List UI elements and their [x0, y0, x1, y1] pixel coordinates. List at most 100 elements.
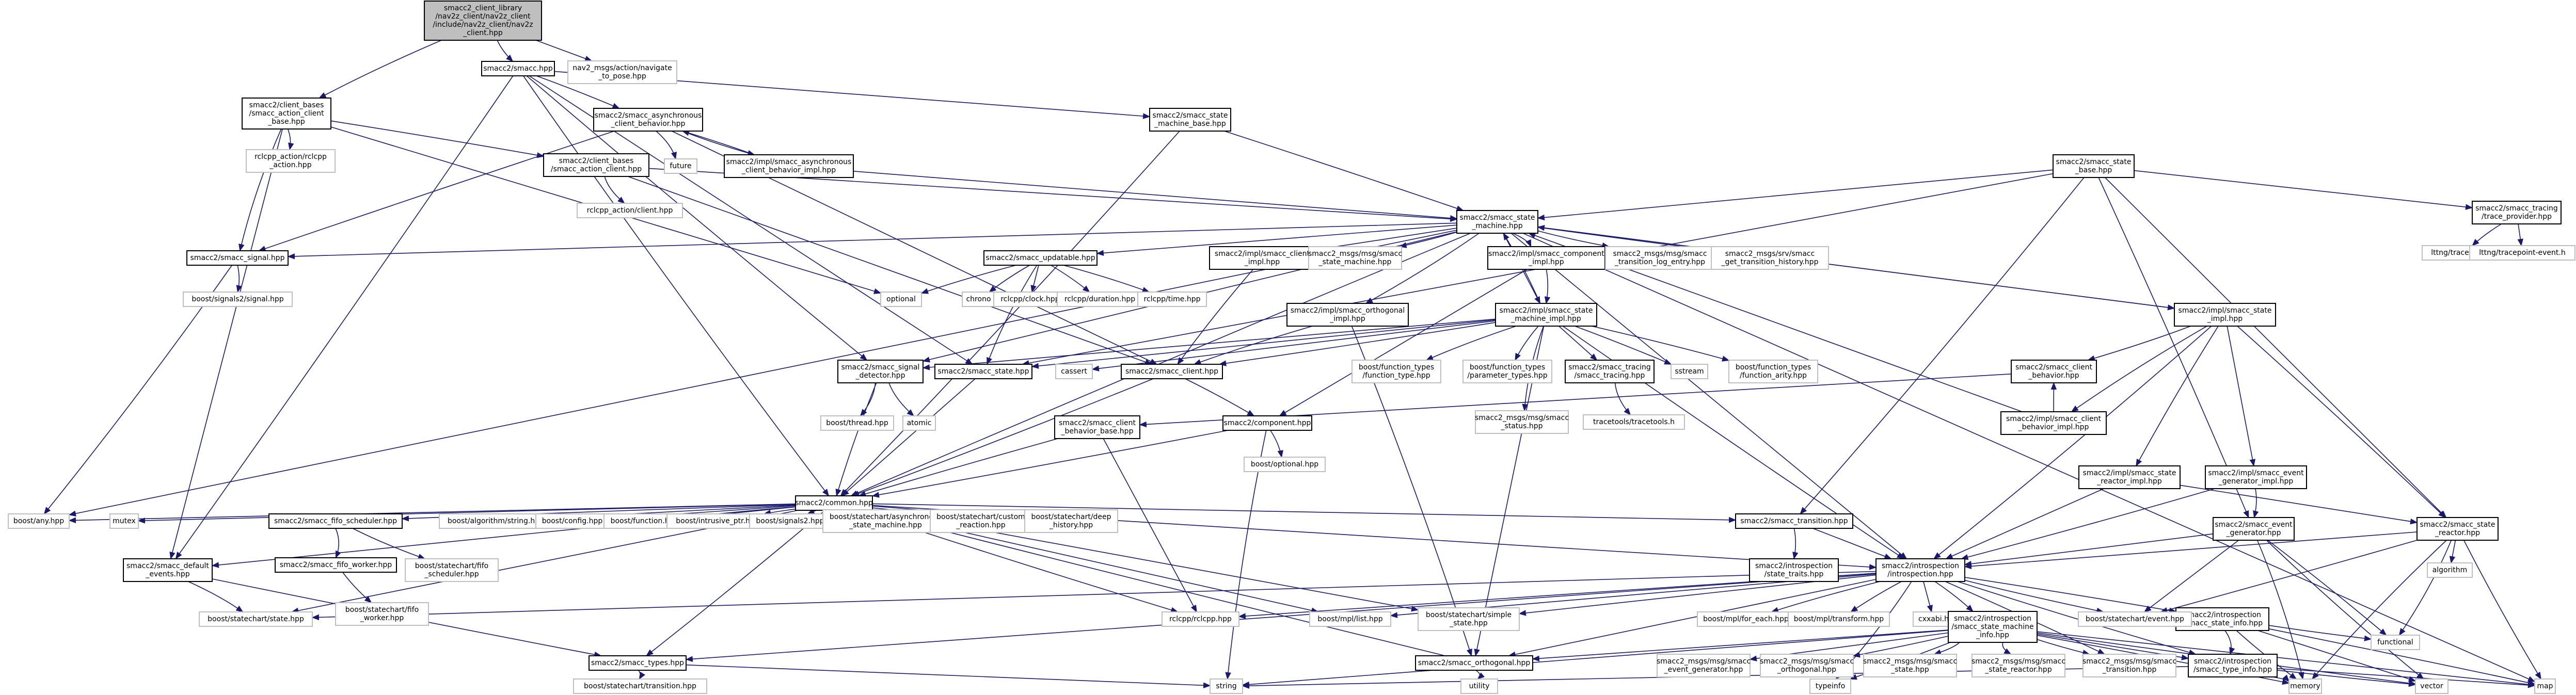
node-default-events[interactable]: smacc2/smacc_default_events.hpp — [123, 558, 213, 582]
node-box — [993, 292, 1067, 307]
edge-updatable-to-rclcpp-duration — [1051, 265, 1090, 293]
node-smacc-client[interactable]: smacc2/smacc_client.hpp — [1121, 364, 1223, 379]
node-label: boost/signals2.hpp — [756, 517, 824, 525]
node-cb-h[interactable]: smacc2/smacc_client_behavior.hpp — [2011, 360, 2097, 383]
node-future: future — [664, 158, 697, 174]
node-box — [589, 655, 687, 671]
node-label: boost/statechart/transition.hpp — [584, 682, 696, 690]
edge-sm-impl-to-bfn-param — [1515, 326, 1539, 361]
edge-introspection-to-b-transform — [1850, 581, 1902, 612]
node-smacc-types[interactable]: smacc2/smacc_types.hpp — [589, 655, 687, 671]
node-state-impl[interactable]: smacc2/impl/smacc_state_impl.hpp — [2174, 303, 2276, 327]
node-box — [1875, 558, 1965, 582]
node-box — [2078, 465, 2181, 489]
node-box — [1121, 364, 1223, 379]
edge-signal-detector-to-boost-thread — [860, 382, 876, 417]
node-box — [1948, 611, 2038, 643]
node-evgen-impl[interactable]: smacc2/impl/smacc_event_generator_impl.h… — [2205, 465, 2307, 489]
node-box — [1863, 654, 1957, 677]
node-box — [820, 415, 894, 431]
node-tracing[interactable]: smacc2/smacc_tracing/trace_provider.hpp — [2472, 201, 2562, 224]
edge-event-gen-to-memory — [2256, 540, 2304, 680]
node-smacc-orth[interactable]: smacc2/smacc_orthogonal.hpp — [1415, 655, 1533, 671]
node-msg-reactor: smacc2_msgs/msg/smacc_state_reactor.hpp — [1971, 654, 2065, 677]
node-sm-info[interactable]: smacc2/introspection/smacc_state_machine… — [1948, 611, 2038, 643]
edge-root-to-client-bases — [319, 40, 442, 99]
node-box — [593, 108, 703, 132]
node-client-impl[interactable]: smacc2/impl/smacc_client_impl.hpp — [1209, 246, 1315, 270]
node-reactor-impl[interactable]: smacc2/impl/smacc_state_reactor_impl.hpp — [2078, 465, 2181, 489]
dependency-nodes: smacc2_client_library/nav2z_client/nav2z… — [8, 1, 2575, 694]
node-state-base[interactable]: smacc2/smacc_state_base.hpp — [2053, 154, 2135, 178]
node-box — [1162, 611, 1239, 627]
edge-client-bases-to-rclcpp-action — [287, 128, 294, 151]
node-label: _orthogonal.hpp — [1777, 666, 1836, 674]
node-bfn-type: boost/function_types/function_type.hpp — [1351, 360, 1441, 383]
node-box — [123, 558, 213, 582]
node-box — [1024, 509, 1118, 533]
node-label: boost/optional.hpp — [1251, 460, 1318, 468]
node-cb-impl[interactable]: smacc2/impl/smacc_client_behavior_impl.h… — [2000, 411, 2107, 435]
node-cb-base[interactable]: smacc2/smacc_client_behavior_base.hpp — [1054, 415, 1140, 439]
edge-state-base-to-tracing — [2134, 170, 2473, 210]
node-atomic: atomic — [902, 415, 936, 431]
edge-smacc-hpp-to-signal-detector — [526, 75, 868, 361]
node-box — [481, 61, 555, 76]
node-smacc-hpp[interactable]: smacc2/smacc.hpp — [481, 61, 555, 76]
node-type-info[interactable]: smacc2/introspection/smacc_type_info.hpp — [2188, 654, 2278, 677]
node-label: smacc2/smacc_state — [1153, 111, 1228, 120]
edge-introspection-to-b-for-each — [1771, 581, 1880, 613]
node-label: /smacc_action_client.hpp — [551, 165, 642, 173]
node-event-gen[interactable]: smacc2/smacc_event_generator.hpp — [2213, 517, 2295, 541]
node-state-machine[interactable]: smacc2/smacc_state_machine.hpp — [1456, 210, 1538, 234]
node-label: smacc2/impl/smacc_state — [2179, 306, 2272, 315]
node-box — [795, 495, 873, 511]
dependency-edges — [43, 40, 2541, 689]
node-client-bases[interactable]: smacc2/client_bases/smacc_action_client_… — [242, 98, 331, 130]
node-common[interactable]: smacc2/common.hpp — [795, 495, 873, 511]
edge-cb-base-to-common — [858, 438, 1058, 497]
node-label: smacc2/impl/smacc_component — [1488, 250, 1604, 258]
edge-tracing-to-lttng-tpev — [2517, 223, 2523, 247]
node-component[interactable]: smacc2/component.hpp — [1222, 415, 1312, 431]
node-label: smacc2/impl/smacc_client — [1215, 250, 1310, 258]
edge-updatable-to-optional — [920, 265, 1016, 294]
node-tracing-h[interactable]: smacc2/smacc_tracing/smacc_tracing.hpp — [1565, 360, 1655, 383]
edge-client-bases-to-signal — [238, 128, 282, 252]
node-transition[interactable]: smacc2/smacc_transition.hpp — [1735, 513, 1853, 529]
node-introspection[interactable]: smacc2/introspection/introspection.hpp — [1875, 558, 1965, 582]
node-fifo-worker[interactable]: smacc2/smacc_fifo_worker.hpp — [275, 557, 397, 573]
node-msg-status: smacc2_msgs/msg/smacc_status.hpp — [1475, 410, 1569, 434]
node-updatable[interactable]: smacc2/smacc_updatable.hpp — [983, 250, 1098, 266]
edge-state-machine-to-boost-any — [68, 230, 1457, 516]
node-signal[interactable]: smacc2/smacc_signal.hpp — [186, 250, 289, 266]
node-async-cb[interactable]: smacc2/smacc_asynchronous_client_behavio… — [593, 108, 703, 132]
node-b-signals2: boost/signals2.hpp — [749, 513, 831, 529]
node-sm-impl[interactable]: smacc2/impl/smacc_state_machine_impl.hpp — [1495, 303, 1597, 327]
node-label: _get_transition_history.hpp — [1721, 258, 1819, 266]
node-state-reactor[interactable]: smacc2/smacc_state_reactor.hpp — [2416, 517, 2499, 541]
edge-state-base-to-state-machine — [1537, 169, 2054, 221]
node-orth-impl[interactable]: smacc2/impl/smacc_orthogonal_impl.hpp — [1286, 303, 1409, 327]
node-comp-impl[interactable]: smacc2/impl/smacc_component_impl.hpp — [1487, 246, 1605, 270]
edge-updatable-to-chrono — [989, 265, 1030, 293]
node-rclcpp: rclcpp/rclcpp.hpp — [1162, 611, 1239, 627]
edge-default-events-to-b-state — [188, 581, 244, 612]
node-box — [1418, 607, 1520, 631]
node-label: smacc2_msgs/srv/smacc — [1725, 250, 1815, 258]
edge-state-base-to-state-reactor — [2105, 177, 2447, 519]
node-smacc-state[interactable]: smacc2/smacc_state.hpp — [934, 364, 1032, 379]
node-label: smacc2/smacc_fifo_scheduler.hpp — [274, 517, 397, 525]
node-state-info[interactable]: smacc2/introspection/state_traits.hpp — [1749, 558, 1839, 582]
node-sm-base[interactable]: smacc2/smacc_state_machine_base.hpp — [1149, 108, 1231, 132]
node-async-cb-impl[interactable]: smacc2/impl/smacc_asynchronous_client_be… — [724, 154, 854, 178]
node-action-client[interactable]: smacc2/client_bases/smacc_action_client.… — [543, 153, 649, 177]
node-label: lttng/tracepoint-event.h — [2479, 249, 2565, 257]
edge-sm-impl-to-smacc-state — [1031, 319, 1496, 369]
node-label: smacc2_client_library — [444, 4, 522, 12]
node-fifo-sched[interactable]: smacc2/smacc_fifo_scheduler.hpp — [268, 513, 403, 529]
edge-state-base-to-transition — [1800, 177, 2085, 515]
node-box — [242, 98, 331, 130]
node-label: _state_reactor.hpp — [1984, 666, 2052, 674]
node-signal-detector[interactable]: smacc2/smacc_signal_detector.hpp — [837, 360, 924, 383]
